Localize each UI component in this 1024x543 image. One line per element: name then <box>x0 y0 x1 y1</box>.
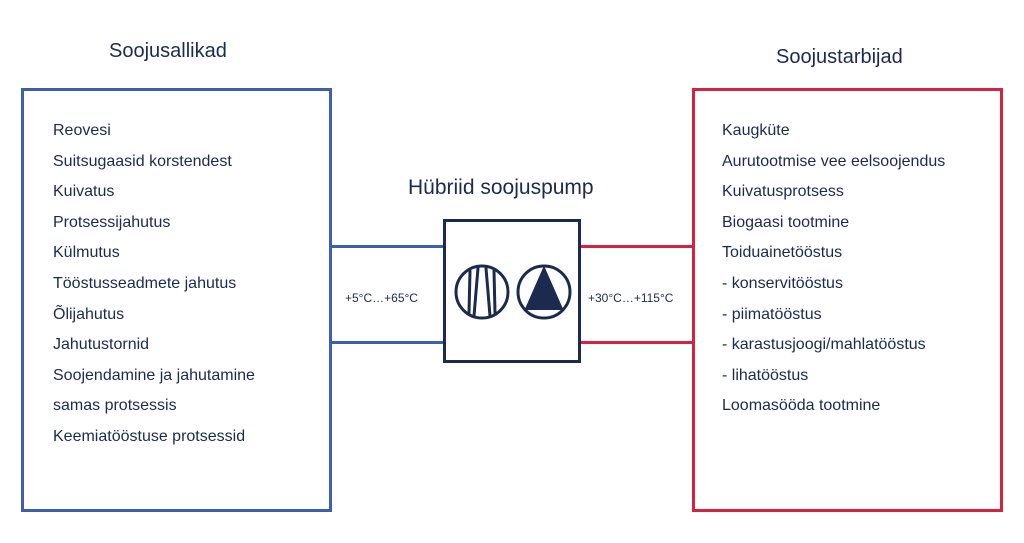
heat-sources-list: Reovesi Suitsugaasid korstendest Kuivatu… <box>53 116 255 453</box>
heat-consumers-box <box>692 88 1003 512</box>
list-item: Õlijahutus <box>53 305 125 323</box>
list-item: Tööstusseadmete jahutus <box>53 274 237 292</box>
list-item: Kaugküte <box>722 122 790 139</box>
source-supply-pipe <box>332 245 443 248</box>
list-item: samas protsessis <box>53 397 177 415</box>
heat-sources-heading: Soojusallikad <box>109 40 227 62</box>
list-item: - karastusjoogi/mahlatööstus <box>722 336 926 354</box>
list-item: Soojendamine ja jahutamine <box>53 366 255 384</box>
list-item: Aurutootmise vee eelsoojendus <box>722 152 946 170</box>
list-item: Keemiatööstuse protsessid <box>53 427 246 445</box>
heat-pump-symbols <box>454 264 572 320</box>
consumer-return-pipe <box>581 341 692 344</box>
list-item: Reovesi <box>53 122 111 139</box>
list-item: - konservitööstus <box>722 274 843 292</box>
consumer-temperature-label: +30°C…+115°C <box>588 291 674 305</box>
consumer-supply-pipe <box>581 245 692 248</box>
source-return-pipe <box>332 341 443 344</box>
list-item: Toiduainetööstus <box>722 244 843 262</box>
list-item: Protsessijahutus <box>53 213 171 231</box>
heat-consumers-list: Kaugküte Aurutootmise vee eelsoojendus K… <box>722 116 945 422</box>
heat-consumers-heading: Soojustarbijad <box>776 46 903 68</box>
list-item: Kuivatus <box>53 183 115 201</box>
list-item: - piimatööstus <box>722 305 822 323</box>
heat-pump-box <box>443 219 581 363</box>
pump-icon <box>516 264 572 320</box>
list-item: Loomasööda tootmine <box>722 397 881 415</box>
heat-pump-heading: Hübriid soojuspump <box>408 176 594 199</box>
list-item: - lihatööstus <box>722 366 809 384</box>
list-item: Külmutus <box>53 244 120 262</box>
heat-sources-box <box>21 88 332 512</box>
compressor-icon <box>454 264 510 320</box>
list-item: Biogaasi tootmine <box>722 213 850 231</box>
list-item: Suitsugaasid korstendest <box>53 152 232 170</box>
list-item: Kuivatusprotsess <box>722 183 844 201</box>
list-item: Jahutustornid <box>53 336 150 354</box>
source-temperature-label: +5°C…+65°C <box>345 291 418 305</box>
